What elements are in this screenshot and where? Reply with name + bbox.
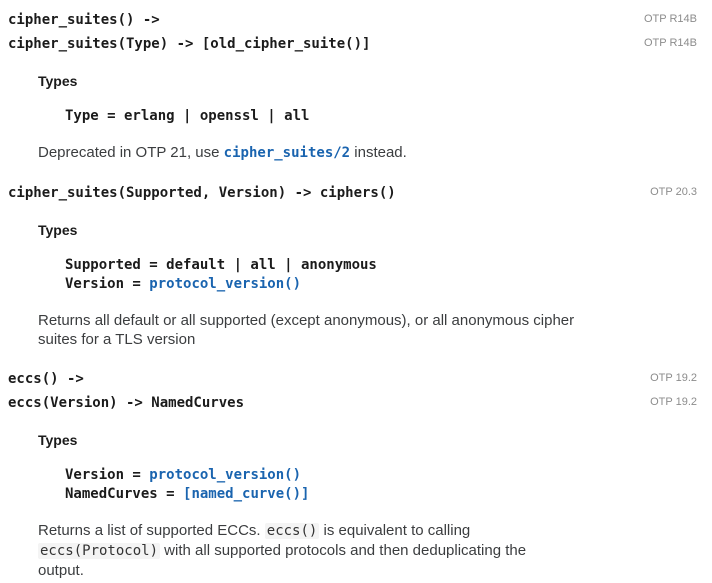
otp-version-badge: OTP R14B [644,13,697,25]
otp-version-badge: OTP R14B [644,37,697,49]
function-signature: eccs(Version) -> NamedCurves [8,395,245,411]
text-segment: NamedCurves = [65,486,184,502]
signature-list: cipher_suites(Supported, Version) -> cip… [8,181,697,205]
function-signature: eccs() -> [8,371,84,387]
type-definition: Version = protocol_version() [65,275,697,294]
type-link[interactable]: [named_curve()] [183,486,310,502]
function-signature: cipher_suites(Supported, Version) -> cip… [8,185,396,201]
text-segment: Deprecated in OTP 21, use [38,144,224,161]
function-link[interactable]: cipher_suites/2 [223,145,351,161]
type-definition: Version = protocol_version() [65,466,697,485]
function-description: Deprecated in OTP 21, use cipher_suites/… [38,143,638,163]
text-segment: is equivalent to calling [323,522,471,539]
otp-version-badge: OTP 20.3 [650,186,697,198]
function-signature-row: cipher_suites(Supported, Version) -> cip… [8,181,697,205]
text-segment: Type = erlang | openssl | all [65,108,310,124]
types-heading: Types [38,73,78,89]
type-definition: Type = erlang | openssl | all [65,107,697,126]
function-signature-row: cipher_suites() -> OTP R14B [8,8,697,32]
function-signature-row: eccs(Version) -> NamedCurves OTP 19.2 [8,391,697,415]
type-link[interactable]: protocol_version() [149,276,302,292]
text-segment: Returns a list of supported ECCs. [38,522,265,539]
function-description: Returns a list of supported ECCs. eccs()… [38,521,638,580]
type-definition: Supported = default | all | anonymous [65,256,697,275]
inline-code: eccs() [264,523,320,539]
text-segment: Returns all default or all supported (ex… [38,312,575,348]
otp-version-badge: OTP 19.2 [650,396,697,408]
function-description: Returns all default or all supported (ex… [38,311,638,349]
inline-code: eccs(Protocol) [38,543,161,559]
text-segment: instead. [350,144,407,161]
otp-version-badge: OTP 19.2 [650,372,697,384]
types-heading: Types [38,222,78,238]
type-definitions: Version = protocol_version()NamedCurves … [65,466,697,504]
text-segment: with all supported protocols and then de… [38,542,527,579]
function-signature-row: eccs() -> OTP 19.2 [8,367,697,391]
type-definitions: Type = erlang | openssl | all [65,107,697,126]
type-definition: NamedCurves = [named_curve()] [65,485,697,504]
function-signature: cipher_suites() -> [8,12,160,28]
types-heading: Types [38,432,78,448]
text-segment: Supported = default | all | anonymous [65,257,377,273]
text-segment: Version = [65,276,150,292]
function-signature: cipher_suites(Type) -> [old_cipher_suite… [8,36,371,52]
function-section: cipher_suites(Supported, Version) -> cip… [8,181,697,349]
text-segment: Version = [65,467,150,483]
type-link[interactable]: protocol_version() [149,467,302,483]
function-signature-row: cipher_suites(Type) -> [old_cipher_suite… [8,32,697,56]
